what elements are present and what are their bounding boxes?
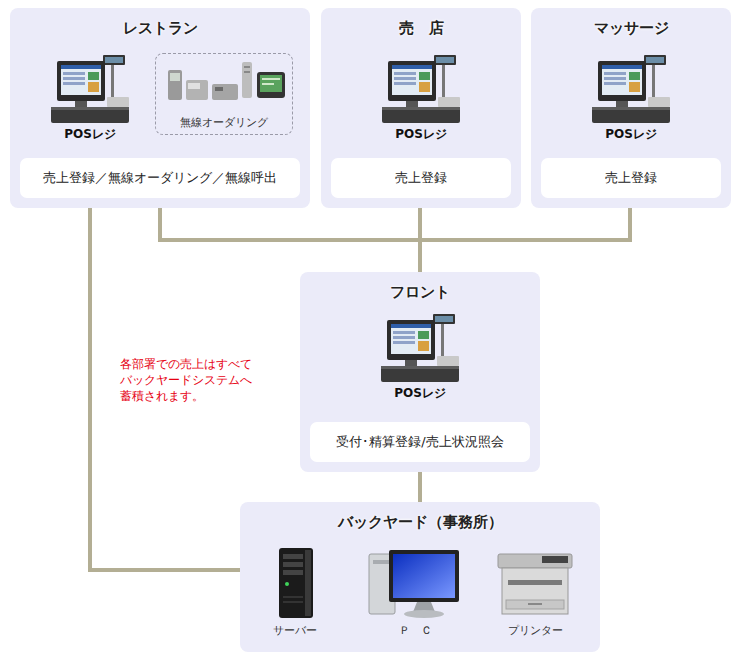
function-box: 売上登録 (331, 158, 511, 198)
connector-line (90, 208, 240, 570)
panel-title: バックヤード（事務所） (240, 513, 600, 532)
pos-register-icon (45, 53, 135, 125)
device-box: 無線オーダリング (155, 53, 293, 135)
device-label: プリンター (490, 623, 580, 638)
device-label: POSレジ (42, 126, 138, 143)
pos-register-icon (375, 312, 465, 384)
wireless-device-icon (160, 58, 290, 110)
department-panel: マッサージ売上登録 POSレジ (531, 8, 731, 208)
note-text: 各部署での売上はすべて バックヤードシステムへ 蓄積されます。 (120, 356, 259, 405)
panel-title: 売 店 (321, 19, 521, 38)
device-label: POSレジ (583, 126, 679, 143)
connector-line (160, 208, 420, 272)
device-label: Ｐ Ｃ (365, 623, 465, 638)
box-text: 売上登録／無線オーダリング／無線呼出 (43, 169, 277, 187)
printer-icon (490, 546, 580, 620)
department-panel: フロント受付･精算登録/売上状況照会 POSレジ (300, 272, 540, 472)
panel-title: フロント (300, 283, 540, 302)
server-icon (265, 546, 325, 620)
pc-icon (365, 546, 465, 620)
box-text: 無線オーダリング (180, 115, 268, 130)
connector-line (420, 208, 630, 272)
device-label: サーバー (250, 623, 340, 638)
function-box: 売上登録 (541, 158, 721, 198)
department-panel: 売 店売上登録 POSレジ (321, 8, 521, 208)
office-panel: バックヤード（事務所） サーバー Ｐ Ｃ プリンター (240, 502, 600, 652)
box-text: 売上登録 (395, 169, 447, 187)
connector-line (418, 472, 422, 502)
device-label: POSレジ (373, 126, 469, 143)
pos-register-icon (376, 53, 466, 125)
function-box: 売上登録／無線オーダリング／無線呼出 (20, 158, 300, 198)
pos-register-icon (586, 53, 676, 125)
function-box: 受付･精算登録/売上状況照会 (310, 422, 530, 462)
box-text: 受付･精算登録/売上状況照会 (336, 433, 503, 451)
device-label: POSレジ (372, 385, 468, 402)
panel-title: レストラン (10, 19, 310, 38)
panel-title: マッサージ (531, 19, 731, 38)
box-text: 売上登録 (605, 169, 657, 187)
department-panel: レストラン 無線オーダリング売上登録／無線オーダリング／無線呼出 POSレジ (10, 8, 310, 208)
